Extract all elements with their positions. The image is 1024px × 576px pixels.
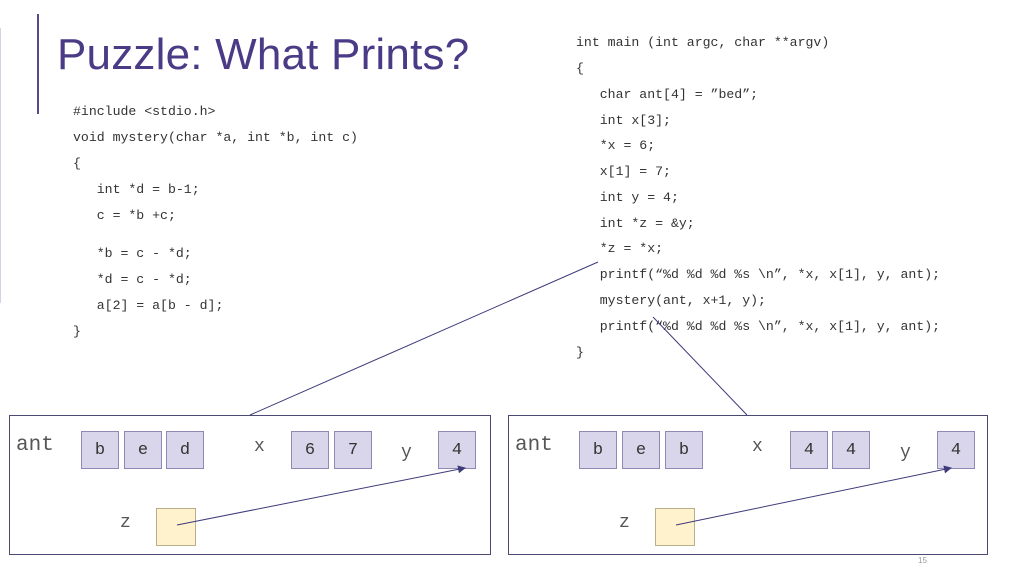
y-label: y [900,443,911,463]
memory-diagram-before: ant b e d x 6 7 y 4 z [9,415,491,555]
code-line: c = *b +c; [73,208,176,223]
ant-label: ant [515,434,553,457]
code-line: *d = c - *d; [73,272,192,287]
slide-edge-tab [0,28,1,303]
code-line: int x[3]; [576,113,671,128]
code-line: *z = *x; [576,241,664,256]
z-pointer-cell [156,508,196,546]
code-line: void mystery(char *a, int *b, int c) [73,130,358,145]
ant-cell-2: b [665,431,703,469]
y-cell: 4 [937,431,975,469]
y-label: y [401,443,412,463]
page-number: 15 [918,556,927,565]
code-line: { [576,61,584,76]
code-line: printf(“%d %d %d %s \n”, *x, x[1], y, an… [576,267,941,282]
z-label: z [120,513,131,533]
mystery-function-code: #include <stdio.h> void mystery(char *a,… [73,104,358,339]
ant-cell-1: e [124,431,162,469]
x-cell-1: 7 [334,431,372,469]
code-line: } [73,324,81,339]
z-label: z [619,513,630,533]
code-line: int *d = b-1; [73,182,200,197]
x-label: x [254,437,265,457]
ant-label: ant [16,434,54,457]
main-function-code: int main (int argc, char **argv) { char … [576,35,940,360]
code-line: *b = c - *d; [73,246,192,261]
code-line: #include <stdio.h> [73,104,216,119]
ant-cell-1: e [622,431,660,469]
memory-diagram-after: ant b e b x 4 4 y 4 z [508,415,988,555]
code-line: mystery(ant, x+1, y); [576,293,766,308]
callout-line-before [249,261,599,416]
code-line: } [576,345,584,360]
y-cell: 4 [438,431,476,469]
x-cell-1: 4 [832,431,870,469]
x-cell-0: 4 [790,431,828,469]
slide-title: Puzzle: What Prints? [57,30,470,79]
ant-cell-0: b [579,431,617,469]
ant-cell-2: d [166,431,204,469]
code-line: *x = 6; [576,138,656,153]
x-label: x [752,437,763,457]
z-pointer-cell [655,508,695,546]
code-line: int *z = &y; [576,216,695,231]
code-line: x[1] = 7; [576,164,671,179]
code-line: int y = 4; [576,190,679,205]
code-line: a[2] = a[b - d]; [73,298,224,313]
code-line: printf(“%d %d %d %s \n”, *x, x[1], y, an… [576,319,941,334]
title-accent-rule [37,14,39,114]
code-line: int main (int argc, char **argv) [576,35,830,50]
code-line: { [73,156,81,171]
ant-cell-0: b [81,431,119,469]
x-cell-0: 6 [291,431,329,469]
code-line: char ant[4] = ”bed”; [576,87,759,102]
